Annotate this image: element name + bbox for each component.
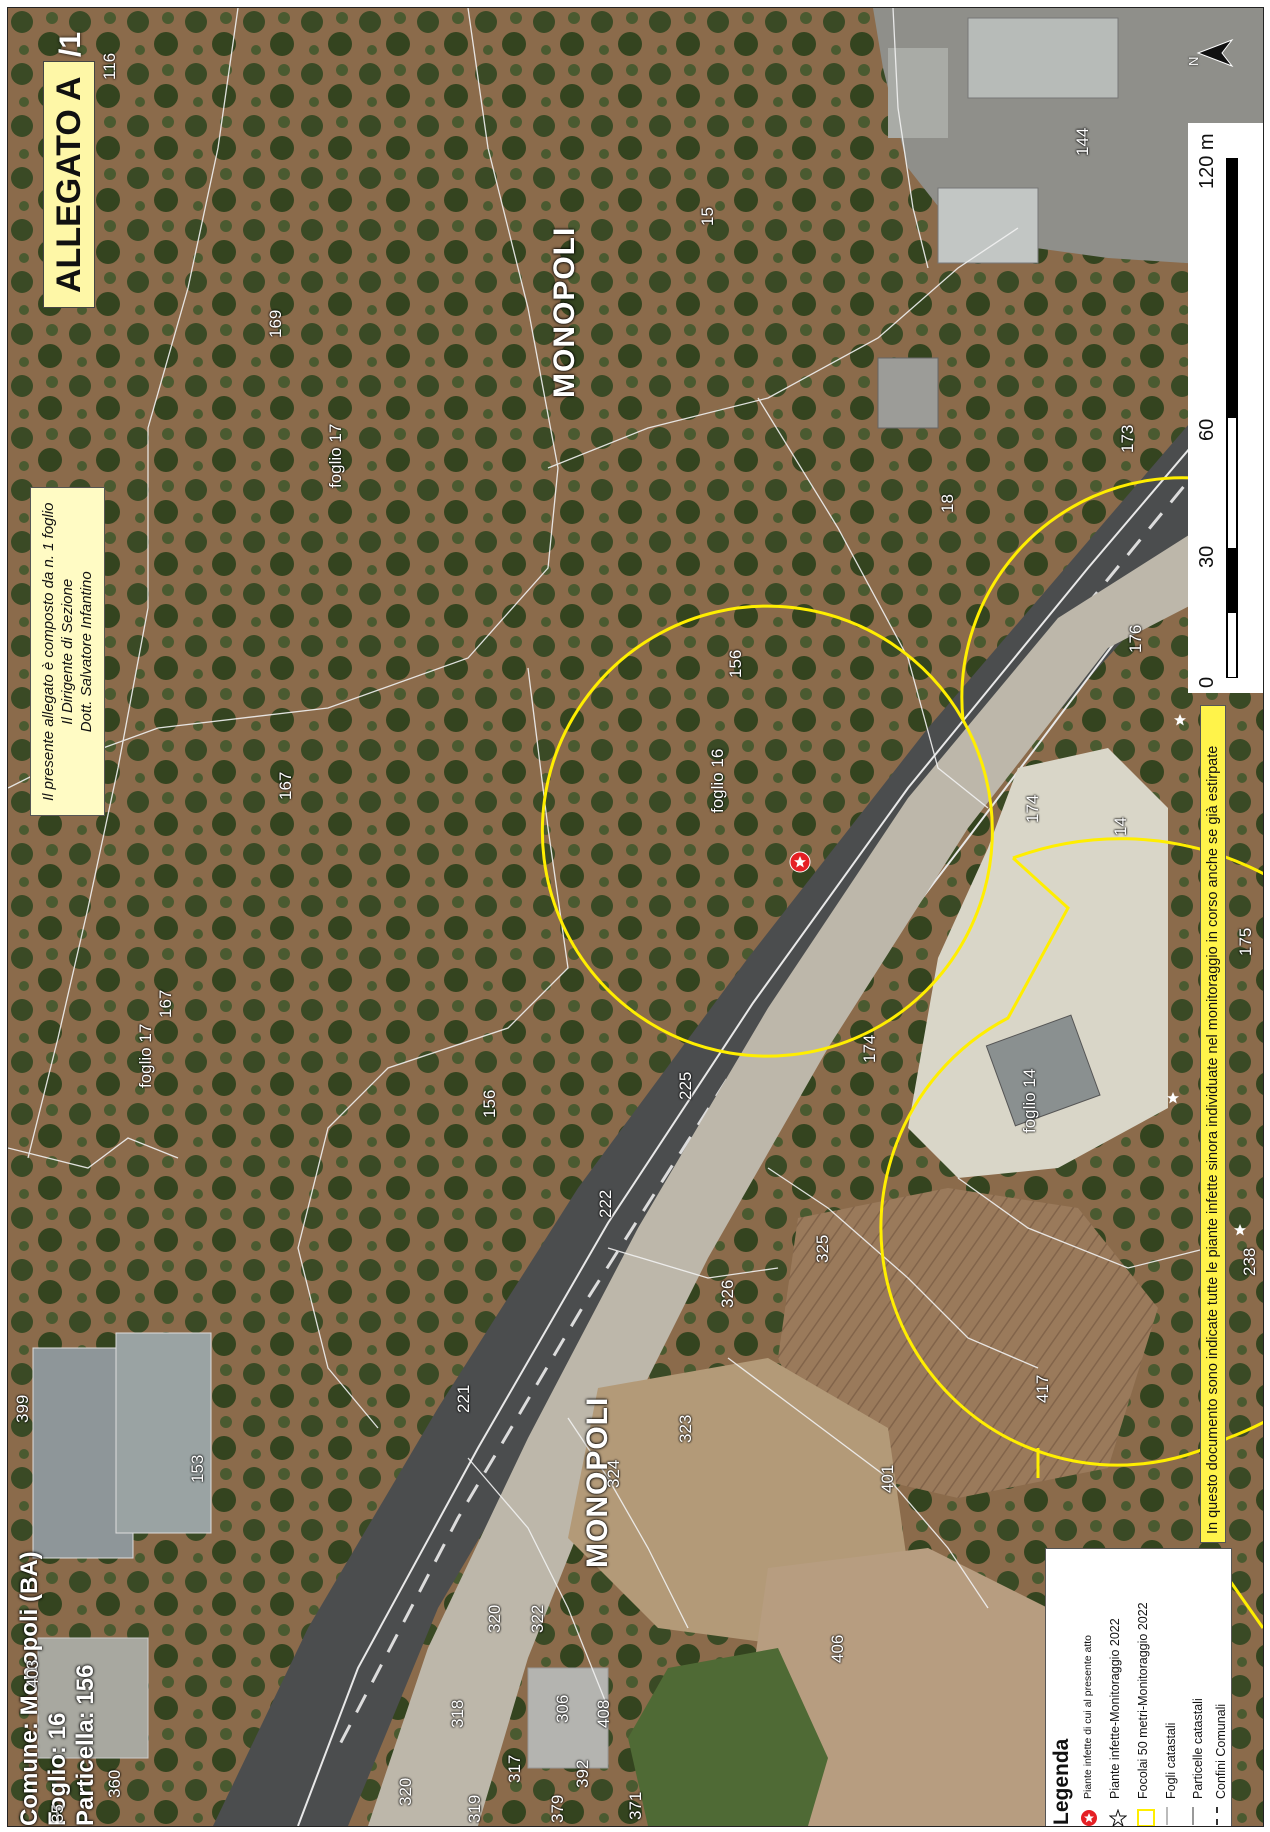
parcel-label: 225 [676,1071,695,1100]
north-label: N [1186,56,1201,66]
parcel-label: 221 [454,1384,473,1413]
bottom-note: In questo documento sono indicate tutte … [1200,705,1226,1543]
foglio-label-17a: foglio 17 [326,423,345,488]
parcel-label: 392 [573,1759,592,1788]
map-graphics [8,8,1263,1826]
parcel-label: 406 [828,1634,847,1663]
parcel-label: 323 [676,1414,695,1443]
parcel-label: 371 [626,1791,645,1820]
info-block: Comune: Monopoli (BA) Foglio: 16 Partice… [16,1551,100,1826]
particelle-line-icon [1192,1807,1194,1825]
parcel-label: 169 [266,309,285,338]
legend-item-label: Fogli catastali [1164,1722,1178,1799]
title-suffix: /1 [54,31,87,57]
legend-item-label: Particelle catastali [1191,1698,1205,1799]
vineyard [628,1648,828,1826]
foglio-label-16: foglio 16 [708,748,727,813]
parcel-label: 167 [276,771,295,800]
north-arrow-icon [1196,38,1234,68]
parcel-label: 176 [1126,624,1145,653]
note-line-2: Il Dirigente di Sezione [59,578,76,725]
parcel-label: 153 [188,1454,207,1483]
parcel-label: 326 [718,1279,737,1308]
parcel-label: 222 [596,1189,615,1218]
parcel-label: 173 [1118,424,1137,453]
parcel-label: 322 [528,1604,547,1633]
parcel-label: 324 [604,1459,623,1488]
white-star-markers [1167,714,1246,1236]
legend-item-label: Focolai 50 metri-Monitoraggio 2022 [1136,1602,1150,1799]
parcel-label: 174 [860,1034,879,1063]
scale-bar-white-1 [1228,418,1236,548]
parcel-label: 15 [698,207,717,226]
parcel-label: 174 [1023,794,1042,823]
place-monopoli-1: MONOPOLI [548,226,581,398]
note-box-wrapper: Il presente allegato è composto da n. 1 … [30,487,105,816]
parcel-label: 116 [100,52,119,80]
parcel-label: 144 [1073,127,1092,156]
parcel-label: 417 [1033,1374,1052,1403]
note-box: Il presente allegato è composto da n. 1 … [30,487,105,816]
red-star-marker [789,851,811,873]
info-particella: Particella: 156 [72,1664,99,1826]
parcel-label: 35 [48,1804,67,1823]
parcel-label: 379 [548,1794,567,1823]
legend-item-label: Confini Comunali [1214,1703,1228,1799]
parcel-label: 319 [465,1794,484,1823]
parcel-label: 318 [448,1699,467,1728]
parcel-label: 320 [396,1777,415,1806]
scale-label-120: 120 m [1196,133,1218,189]
focolai-outlines [540,476,1263,1629]
legend-item-label: Piante infette di cui al presente atto [1082,1634,1094,1799]
legend-item-label: Piante infette-Monitoraggio 2022 [1108,1618,1122,1799]
parcel-label: 403 [23,1659,42,1688]
legend-title: Legenda [1050,1738,1073,1825]
yellow-square-icon [1137,1809,1155,1826]
parcel-label: 238 [1240,1247,1259,1276]
parcel-label: 306 [553,1694,572,1723]
fogli-line-icon [1166,1807,1168,1825]
note-line-3: Dott. Salvatore Infantino [78,571,95,733]
confini-dashed-icon [1216,1807,1218,1825]
note-line-1: Il presente allegato è composto da n. 1 … [40,502,57,801]
parcel-label: 18 [938,494,957,513]
parcel-label: 399 [13,1394,32,1423]
greenhouse-2 [115,1332,212,1534]
parcel-label: 320 [485,1604,504,1633]
title-box: ALLEGATO A [43,61,95,308]
scale-bar-white-2 [1228,613,1236,677]
title-group: ALLEGATO A /1 [43,31,95,308]
aerial-map[interactable]: ALLEGATO A /1 Il presente allegato è com… [7,7,1264,1827]
scale-label-60: 60 [1196,418,1218,441]
parcel-label: 325 [813,1234,832,1263]
parcel-label: 167 [156,989,175,1018]
info-comune: Comune: Monopoli (BA) [16,1551,43,1826]
parcel-label: 408 [594,1699,613,1728]
info-foglio: Foglio: 16 [44,1712,71,1826]
scale-label-0: 0 [1196,676,1218,688]
foglio-label-17b: foglio 17 [136,1023,155,1088]
scale-bar: 0 30 60 120 m [1188,123,1263,693]
bottom-note-wrapper: In questo documento sono indicate tutte … [1200,705,1226,1543]
scale-label-30: 30 [1196,545,1218,568]
parcel-label: 156 [480,1089,499,1118]
foglio-label-14: foglio 14 [1020,1068,1039,1133]
parcel-label: 156 [726,649,745,678]
parcel-label: 401 [878,1464,897,1493]
legend: Legenda Piante infette di cui al present… [1045,1548,1232,1826]
parcel-label: 360 [105,1769,124,1798]
parcel-label: 317 [505,1754,524,1783]
parcel-label: 14 [1111,817,1130,836]
parcel-label: 175 [1236,927,1255,956]
